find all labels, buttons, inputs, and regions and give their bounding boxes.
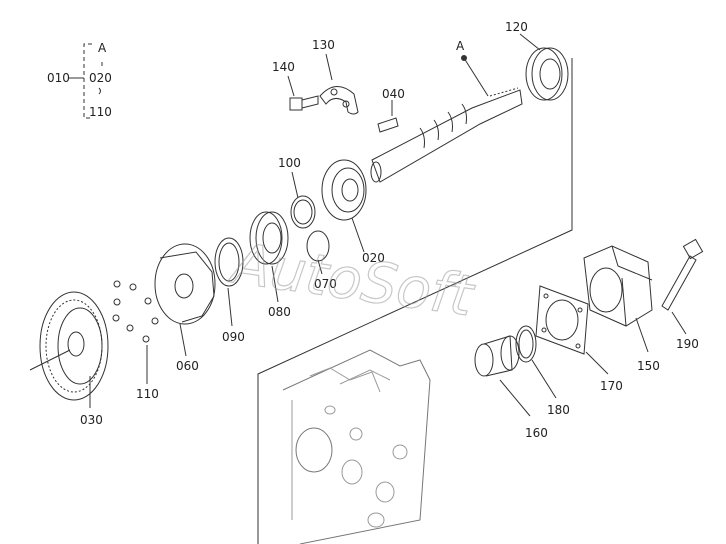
callout-130: 130 [312, 38, 335, 52]
marker-a-label: A [456, 39, 465, 53]
callout-030: 030 [80, 413, 103, 427]
bolt-190 [661, 238, 704, 335]
callout-140: 140 [272, 60, 295, 74]
callout-160: 160 [525, 426, 548, 440]
snap-ring-100 [290, 171, 316, 229]
shaft-worm [370, 55, 523, 183]
gasket-170 [535, 285, 609, 375]
legend-middle-label: 020 [89, 71, 112, 85]
callout-080: 080 [268, 305, 291, 319]
callout-070: 070 [314, 277, 337, 291]
gear-020 [321, 159, 367, 253]
snap-ring-090 [214, 237, 244, 327]
callout-180: 180 [547, 403, 570, 417]
collar-070 [306, 230, 330, 275]
callout-100: 100 [278, 156, 301, 170]
legend-bottom-label: 110 [89, 105, 112, 119]
group-legend [68, 43, 103, 119]
callout-090: 090 [222, 330, 245, 344]
bearing-080 [249, 211, 289, 303]
callout-110: 110 [136, 387, 159, 401]
housing-150 [583, 245, 653, 353]
callout-120: 120 [505, 20, 528, 34]
callout-040: 040 [382, 87, 405, 101]
balls-110 [112, 280, 159, 384]
callout-060: 060 [176, 359, 199, 373]
callout-020: 020 [362, 251, 385, 265]
key-040 [377, 100, 399, 133]
callout-170: 170 [600, 379, 623, 393]
bracket-130 [319, 53, 359, 115]
bearing-120 [519, 33, 569, 101]
hub-060 [154, 243, 216, 357]
legend-top-label: A [98, 41, 107, 55]
snap-ring-180 [515, 325, 557, 399]
callout-labels: A 010 020 110 A 020 030 040 060 070 080 … [47, 20, 699, 440]
bushing-160 [474, 335, 531, 417]
callout-190: 190 [676, 337, 699, 351]
housing-block [257, 58, 573, 544]
bolt-140 [287, 75, 319, 111]
gear-030 [29, 291, 109, 408]
watermark-text: AutoSoft [226, 231, 479, 330]
legend-group-label: 010 [47, 71, 70, 85]
callout-150: 150 [637, 359, 660, 373]
